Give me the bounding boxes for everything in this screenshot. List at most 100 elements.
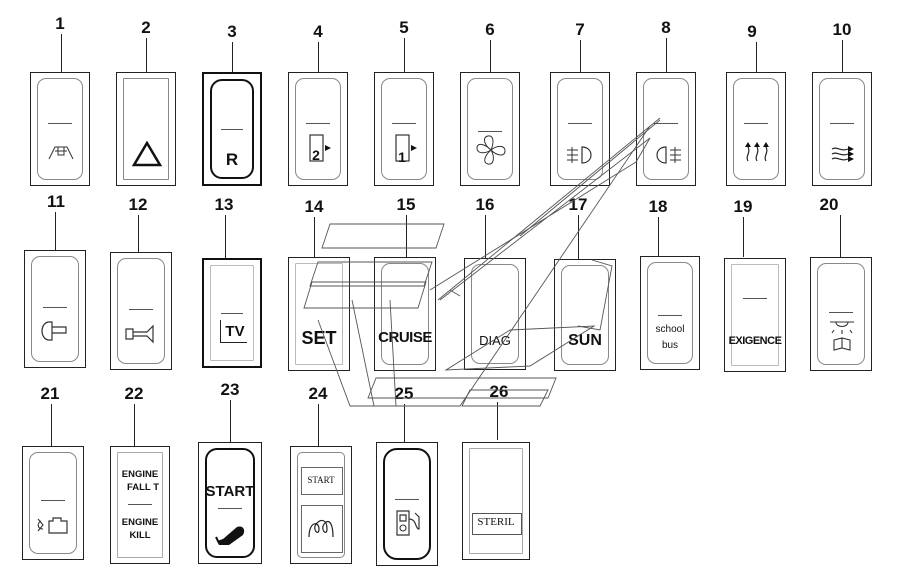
switch-19: EXIGENCE: [724, 258, 786, 372]
switch-13: TV: [202, 258, 262, 368]
switch-14: SET: [288, 257, 350, 371]
leader-line: [138, 215, 139, 252]
part-number: 3: [227, 22, 237, 41]
rear-fog-lamp-icon: [656, 146, 681, 164]
switch-pad: [295, 78, 341, 180]
part-number: 19: [733, 197, 753, 216]
leader-line: [230, 400, 231, 442]
switch-10: [812, 72, 872, 186]
leader-line: [743, 217, 744, 257]
part-number: 24: [308, 384, 328, 403]
switch-label: START: [307, 475, 335, 485]
part-number: 16: [475, 195, 495, 214]
switch-label: CRUISE: [378, 329, 432, 346]
part-number: 8: [661, 18, 671, 37]
switch-3: R: [202, 72, 262, 186]
leader-line: [497, 402, 498, 440]
switch-22: ENGINE FALL T ENGINE KILL: [110, 446, 170, 564]
starter-icon: [215, 526, 245, 545]
switch-5: 1: [374, 72, 434, 186]
leader-line: [134, 404, 135, 446]
switch-pad: [31, 256, 79, 362]
switch-20: [810, 257, 872, 371]
switch-2: [116, 72, 176, 186]
switch-label: TV: [225, 323, 245, 340]
leader-line: [318, 42, 319, 72]
switch-24: START: [290, 446, 352, 564]
part-number: 13: [214, 195, 234, 214]
part-number: 25: [394, 384, 414, 403]
switch-pad: [383, 448, 431, 560]
leader-line: [61, 34, 62, 72]
hazard-triangle-icon: [132, 141, 162, 167]
switch-4: 2: [288, 72, 348, 186]
engine-diagnostic-icon: [37, 517, 68, 534]
switch-pad: [210, 79, 254, 179]
switch-17: SUN: [554, 259, 616, 371]
switch-rule: [829, 311, 853, 313]
switch-rule: [220, 313, 244, 314]
switch-rule: [128, 503, 152, 505]
tv-frame: [220, 320, 247, 343]
leader-line: [404, 38, 405, 72]
switch-label-line: bus: [661, 340, 679, 351]
leader-line: [51, 404, 52, 448]
leader-line: [314, 217, 315, 257]
switch-pad: [29, 452, 77, 554]
switch-rule: [220, 129, 244, 130]
switch-15: CRUISE: [374, 257, 436, 371]
leader-line: [146, 38, 147, 72]
switch-18: school bus: [640, 256, 700, 370]
front-fog-lamp-icon: [567, 146, 592, 164]
part-number: 1: [55, 14, 65, 33]
switch-label: START: [205, 483, 255, 500]
leader-line: [756, 42, 757, 72]
start-box: [301, 467, 343, 495]
switch-rule: [658, 315, 682, 317]
leader-line: [578, 215, 579, 259]
leader-line: [232, 42, 233, 72]
part-number: 15: [396, 195, 416, 214]
switch-26: STERIL: [462, 442, 530, 560]
door-number: 2: [312, 147, 320, 163]
part-number: 4: [313, 22, 323, 41]
part-number: 20: [819, 195, 839, 214]
part-number: 7: [575, 20, 585, 39]
part-number: 14: [304, 197, 324, 216]
door-number: 1: [398, 149, 406, 165]
switch-pad: [37, 78, 83, 180]
switch-pad: [117, 452, 163, 558]
leader-line: [842, 40, 843, 72]
leader-line: [404, 404, 405, 442]
glow-plug-icon: [308, 519, 334, 538]
part-number: 6: [485, 20, 495, 39]
switch-25: [376, 442, 438, 566]
switch-rule: [395, 499, 419, 501]
switch-pad: [117, 258, 165, 364]
switch-pad: [731, 264, 779, 366]
switch-label: DIAG: [479, 333, 511, 348]
leader-line: [840, 215, 841, 257]
switch-pad: [561, 265, 609, 365]
switch-pad: [381, 263, 429, 365]
glow-box: [301, 505, 343, 553]
rear-heater-icon: [831, 146, 854, 162]
switch-rule: [306, 123, 330, 125]
switch-pad: [469, 448, 523, 554]
switch-11: [24, 250, 86, 368]
switch-rule: [392, 123, 416, 125]
leader-line: [225, 215, 226, 258]
part-number: 5: [399, 18, 409, 37]
switch-pad: [210, 265, 254, 361]
switch-pad: [733, 78, 779, 180]
leader-line: [658, 217, 659, 256]
reading-light-icon: [830, 321, 854, 351]
horn-icon: [125, 324, 154, 344]
switch-pad: [297, 452, 345, 558]
switch-rule: [41, 499, 65, 501]
switch-pad: [471, 264, 519, 364]
leader-line: [55, 212, 56, 250]
part-number: 2: [141, 18, 151, 37]
switch-1: [30, 72, 90, 186]
